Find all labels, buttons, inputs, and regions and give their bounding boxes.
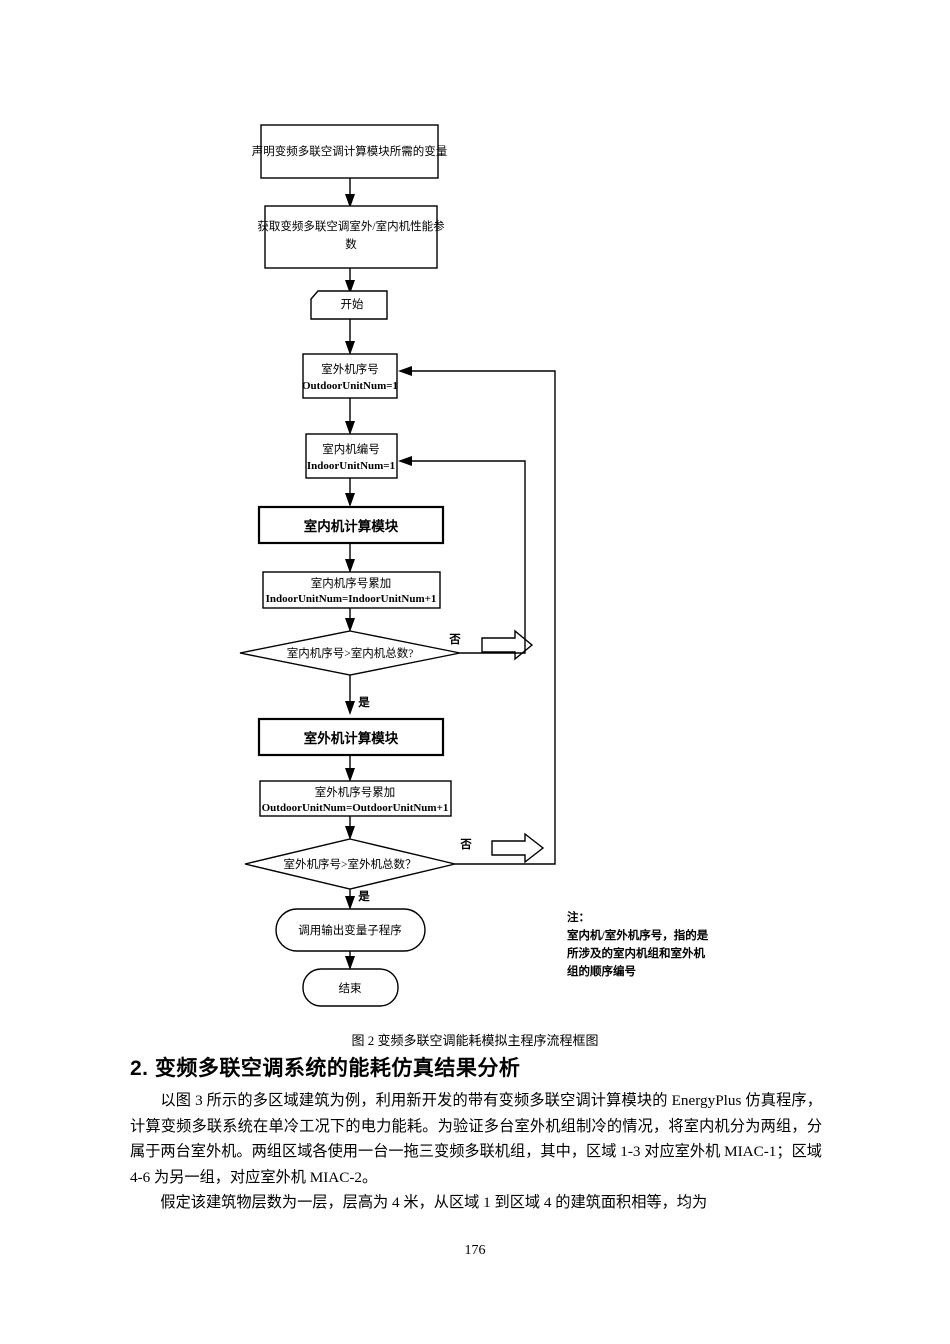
node-outdoor-unit-init-cn: 室外机序号: [321, 362, 379, 376]
node-outdoor-increment-en: OutdoorUnitNum=OutdoorUnitNum+1: [262, 802, 449, 814]
edge-label-outdoor-yes: 是: [357, 890, 370, 903]
node-outdoor-unit-init: 室外机序号 OutdoorUnitNum=1: [302, 353, 398, 399]
node-outdoor-increment-cn: 室外机序号累加: [315, 785, 396, 799]
node-outdoor-unit-init-en: OutdoorUnitNum=1: [302, 380, 398, 392]
node-outdoor-decision-label: 室外机序号>室外机总数？: [284, 857, 417, 871]
node-end: 结束: [302, 968, 399, 1007]
node-get-performance-params: 获取变频多联空调室外/室内机性能参 数: [257, 205, 445, 269]
node-indoor-calc-module-label: 室内机计算模块: [304, 518, 399, 534]
node-indoor-unit-init: 室内机编号 IndoorUnitNum=1: [305, 433, 398, 479]
node-indoor-increment: 室内机序号累加 IndoorUnitNum=IndoorUnitNum+1: [262, 571, 441, 609]
node-outdoor-calc-module: 室外机计算模块: [257, 717, 445, 757]
paragraph-1: 以图 3 所示的多区域建筑为例，利用新开发的带有变频多联空调计算模块的 Ener…: [130, 1092, 822, 1186]
block-arrow-indoor-loop: [481, 629, 534, 661]
flowchart-note-line1: 室内机/室外机序号，指的是: [567, 928, 709, 942]
node-start: 开始: [310, 290, 388, 320]
page-number: 176: [464, 1243, 486, 1258]
flowchart-note-title: 注：: [567, 910, 590, 924]
node-indoor-unit-init-cn: 室内机编号: [322, 442, 380, 456]
document-body: 2. 变频多联空调系统的能耗仿真结果分析 以图 3 所示的多区域建筑为例，利用新…: [130, 1052, 822, 1216]
node-outdoor-calc-module-label: 室外机计算模块: [304, 730, 399, 746]
edge-label-indoor-yes: 是: [357, 696, 370, 709]
node-call-output-subroutine-label: 调用输出变量子程序: [298, 923, 402, 937]
flowchart-note-line2: 所涉及的室内机组和室外机: [567, 946, 705, 960]
block-arrow-outdoor-loop: [491, 832, 545, 864]
flowchart-figure: 声明变频多联空调计算模块所需的变量 获取变频多联空调室外/室内机性能参 数 开始…: [239, 124, 709, 1007]
flowchart-note-line3: 组的顺序编号: [567, 964, 636, 978]
node-outdoor-decision: 室外机序号>室外机总数？: [244, 838, 456, 890]
flowchart-note: 注： 室内机/室外机序号，指的是 所涉及的室内机组和室外机 组的顺序编号: [567, 910, 709, 978]
node-indoor-increment-cn: 室内机序号累加: [311, 576, 392, 590]
node-indoor-decision-label: 室内机序号>室内机总数?: [287, 646, 414, 660]
edge-label-outdoor-no: 否: [459, 838, 472, 851]
figure-caption: 图 2 变频多联空调能耗模拟主程序流程框图: [351, 1033, 599, 1048]
node-outdoor-increment: 室外机序号累加 OutdoorUnitNum=OutdoorUnitNum+1: [259, 780, 452, 817]
node-get-performance-params-line1: 获取变频多联空调室外/室内机性能参: [257, 219, 445, 233]
node-declare-variables-label: 声明变频多联空调计算模块所需的变量: [252, 144, 448, 158]
node-start-label: 开始: [341, 297, 364, 311]
flowchart-connectors: [345, 178, 556, 970]
node-declare-variables: 声明变频多联空调计算模块所需的变量: [252, 124, 448, 179]
node-indoor-decision: 室内机序号>室内机总数?: [239, 630, 461, 676]
edge-label-indoor-no: 否: [448, 633, 461, 646]
node-indoor-increment-en: IndoorUnitNum=IndoorUnitNum+1: [266, 593, 437, 605]
node-get-performance-params-line2: 数: [345, 237, 357, 251]
section-heading: 2. 变频多联空调系统的能耗仿真结果分析: [130, 1057, 521, 1080]
node-end-label: 结束: [339, 982, 362, 995]
paragraph-2: 假定该建筑物层数为一层，层高为 4 米，从区域 1 到区域 4 的建筑面积相等，…: [160, 1194, 708, 1211]
node-indoor-calc-module: 室内机计算模块: [257, 505, 445, 545]
node-indoor-unit-init-en: IndoorUnitNum=1: [307, 460, 395, 472]
node-call-output-subroutine: 调用输出变量子程序: [275, 908, 426, 952]
